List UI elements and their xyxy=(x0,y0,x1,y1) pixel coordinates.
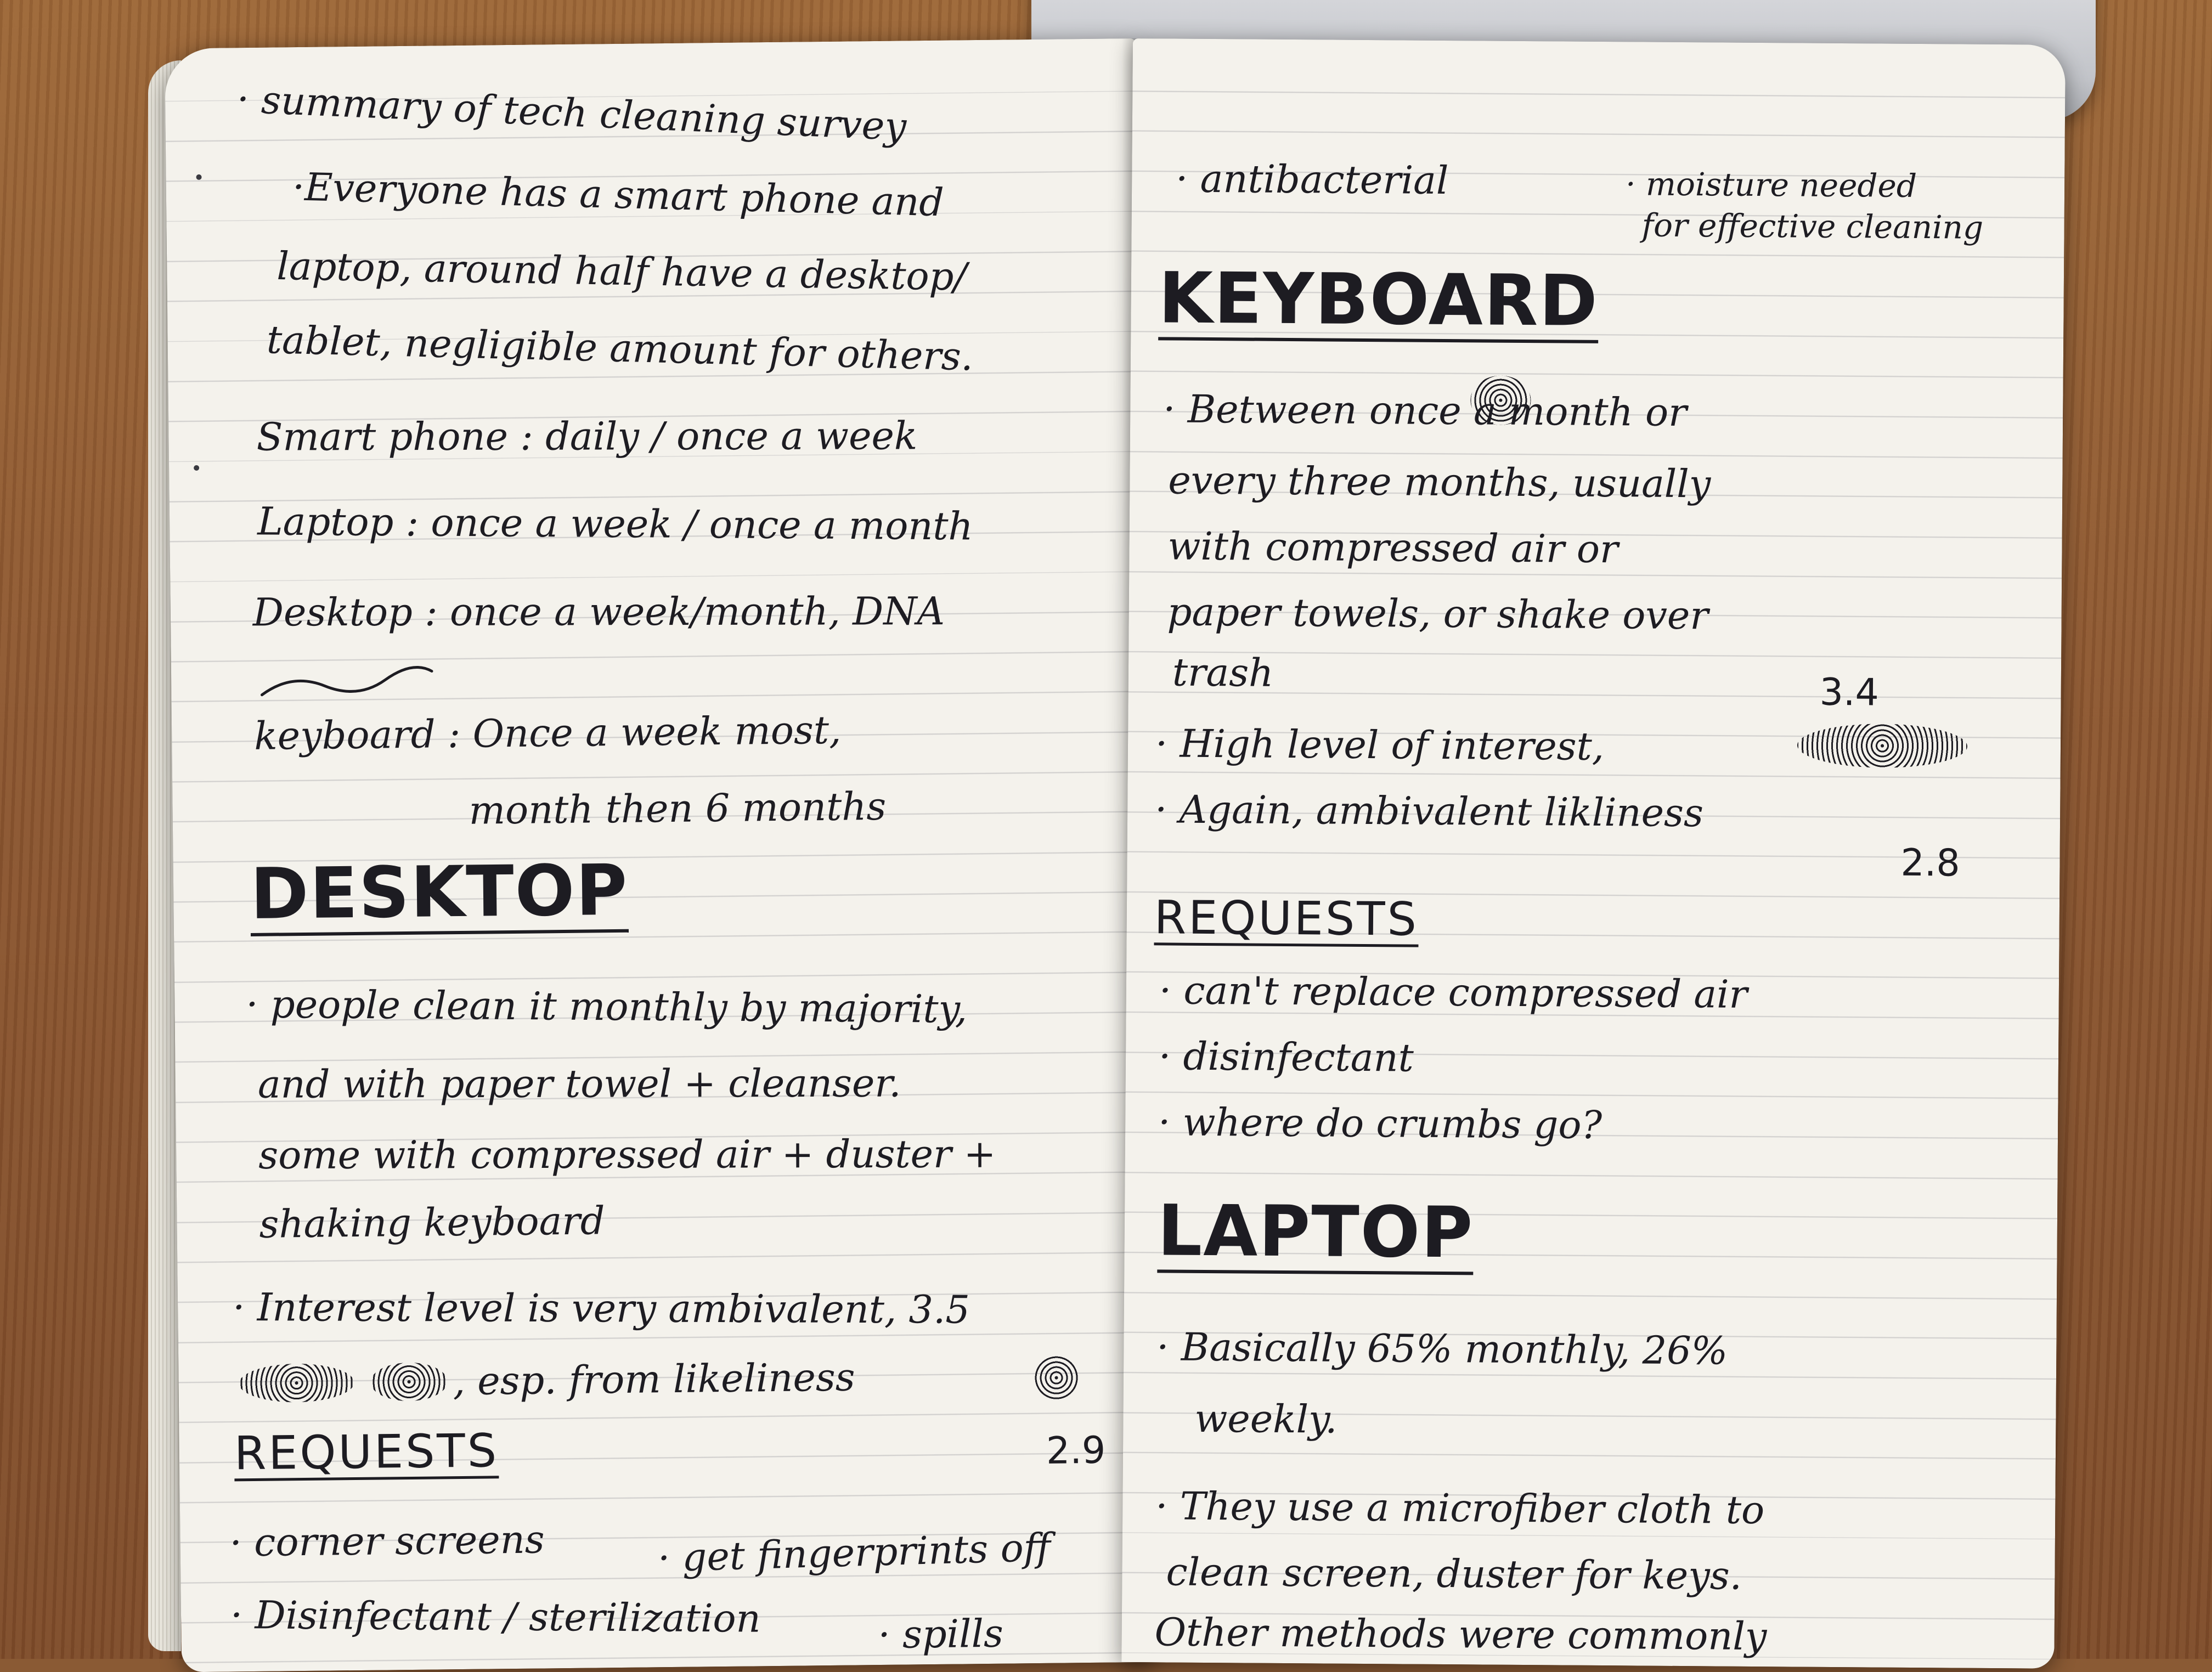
note-line: · spills xyxy=(878,1611,1004,1658)
scribbled-out-word xyxy=(370,1362,448,1402)
margin-dot xyxy=(196,174,202,180)
note-line: · Interest level is very ambivalent, 3.5 xyxy=(233,1284,970,1332)
note-line: Smart phone : daily / once a week xyxy=(256,413,918,460)
note-line: Other methods were commonly xyxy=(1154,1609,1767,1659)
score-value: 2.8 xyxy=(1900,841,1960,885)
note-line: weekly. xyxy=(1194,1396,1338,1442)
note-line: month then 6 months xyxy=(469,783,887,833)
note-line: · Basically 65% monthly, 26% xyxy=(1156,1324,1728,1374)
note-line: · where do crumbs go? xyxy=(1158,1099,1602,1148)
note-line: · Between once a month or xyxy=(1163,386,1687,436)
note-line: · Again, ambivalent likliness xyxy=(1154,787,1704,836)
note-line: · moisture needed xyxy=(1625,165,1917,205)
heading-desktop: DESKTOP xyxy=(250,849,629,936)
note-line: · get fingerprints off xyxy=(657,1524,1052,1581)
note-line: some with compressed air + duster + xyxy=(258,1131,996,1178)
note-line: shaking keyboard xyxy=(259,1198,605,1247)
note-line: tablet, negligible amount for others. xyxy=(266,317,974,380)
note-line: , esp. from likeliness xyxy=(453,1354,856,1404)
note-line: with compressed air or xyxy=(1167,523,1618,572)
margin-dot xyxy=(194,465,200,471)
note-line: · summary of tech cleaning survey xyxy=(236,76,907,150)
heading-keyboard: KEYBOARD xyxy=(1158,257,1599,343)
note-line: Laptop : once a week / once a month xyxy=(257,499,973,549)
note-line: · people clean it monthly by majority, xyxy=(246,981,968,1032)
note-line: · corner screens xyxy=(229,1517,545,1566)
note-line: · antibacterial xyxy=(1175,156,1449,204)
note-line: · disinfectant xyxy=(1158,1033,1414,1081)
left-page: · summary of tech cleaning survey ·Every… xyxy=(165,38,1153,1672)
note-line: ·Everyone has a smart phone and xyxy=(292,164,945,225)
note-line: keyboard : Once a week most, xyxy=(253,707,842,759)
scribbled-out-word xyxy=(1470,375,1531,426)
note-line: for effective cleaning xyxy=(1641,206,1984,246)
note-line: trash xyxy=(1172,649,1274,696)
right-page: · antibacterial · moisture needed for ef… xyxy=(1121,38,2066,1669)
wavy-divider xyxy=(260,666,433,697)
open-notebook: · summary of tech cleaning survey ·Every… xyxy=(148,38,2079,1672)
note-line: · can't replace compressed air xyxy=(1159,968,1748,1017)
score-value: 3.4 xyxy=(1819,670,1880,715)
note-line: · High level of interest, xyxy=(1155,721,1605,770)
note-line: clean screen, duster for keys. xyxy=(1166,1549,1742,1598)
scribbled-out-word xyxy=(1034,1355,1079,1400)
note-line: and with paper towel + cleanser. xyxy=(257,1060,901,1107)
requests-heading: REQUESTS xyxy=(234,1424,499,1482)
score-value: 2.9 xyxy=(1046,1428,1106,1473)
scribbled-out-word xyxy=(1797,723,1968,769)
scribbled-out-word xyxy=(239,1363,354,1403)
heading-laptop: LAPTOP xyxy=(1157,1190,1474,1275)
note-line: · Disinfectant / sterilization xyxy=(230,1592,761,1641)
note-line: laptop, around half have a desktop/ xyxy=(276,243,967,300)
note-line: every three months, usually xyxy=(1168,457,1711,507)
requests-heading: REQUESTS xyxy=(1154,890,1419,947)
note-line: · They use a microfiber cloth to xyxy=(1155,1483,1765,1533)
note-line: Desktop : once a week/month, DNA xyxy=(252,589,945,635)
note-line: paper towels, or shake over xyxy=(1167,589,1709,639)
